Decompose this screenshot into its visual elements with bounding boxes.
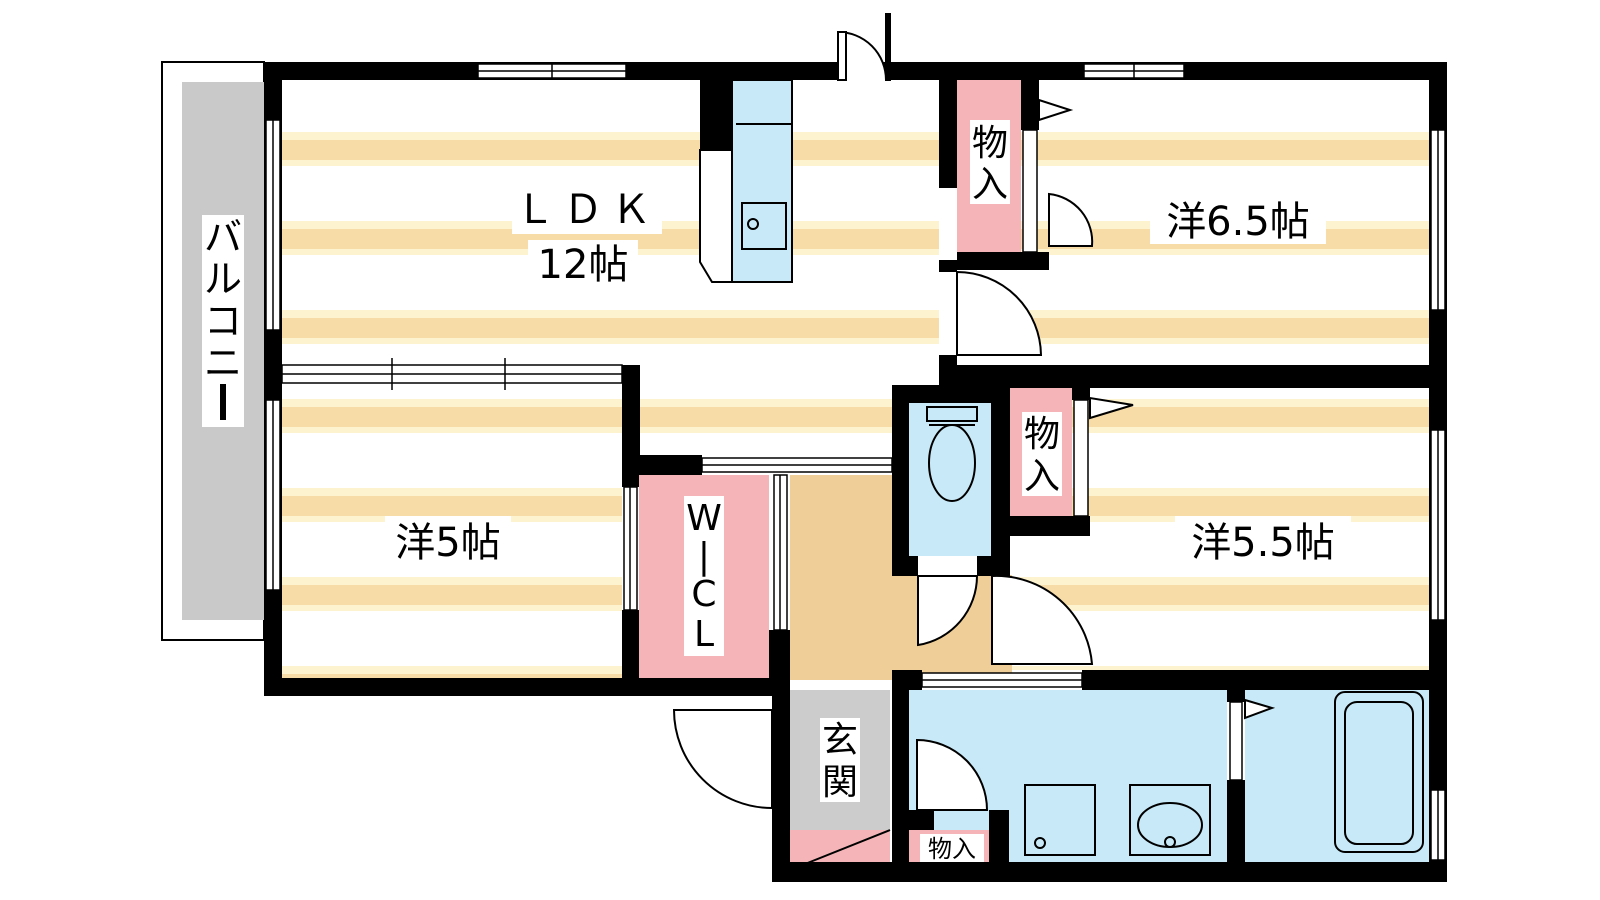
shoe-storage [790, 830, 890, 862]
fixtures [926, 406, 1424, 856]
labels: ＬＤＫ 12帖 洋6.5帖 洋5帖 洋5.5帖 W | C L 玄 関 物 入 … [385, 120, 1351, 863]
entrance-char-1: 玄 [822, 720, 858, 761]
balcony-char-4: ニ [204, 341, 242, 385]
wash-basin-icon [1129, 784, 1211, 856]
hall-floor [790, 475, 892, 680]
room-6-5-label: 洋6.5帖 [1166, 199, 1310, 245]
toilet-floor [909, 403, 991, 556]
balcony-char-2: ル [204, 257, 242, 301]
wicl-char-2: | [698, 536, 710, 577]
ldk-size: 12帖 [538, 242, 629, 288]
balcony-char-3: コ [204, 299, 242, 343]
doors [672, 13, 1276, 811]
balcony-char-1: バ [204, 215, 242, 259]
windows [265, 63, 1446, 861]
balcony-char-5-bar [220, 384, 226, 420]
toilet-tank-icon [926, 406, 978, 422]
room-5-label: 洋5帖 [395, 520, 500, 566]
storage-upper-char-2: 入 [972, 164, 1008, 205]
kitchen-counter [731, 79, 793, 283]
bath-floor [1245, 690, 1429, 862]
storage-upper-char-1: 物 [972, 123, 1008, 164]
bathtub-icon [1334, 691, 1424, 853]
entrance-char-2: 関 [822, 762, 858, 803]
storage-lower-label: 物入 [928, 835, 976, 863]
storage-middle-char-2: 入 [1024, 456, 1060, 497]
room-5-5-label: 洋5.5帖 [1191, 520, 1335, 566]
storage-middle-char-1: 物 [1024, 414, 1060, 455]
balcony: バ ル コ ニ [161, 61, 265, 641]
washer-pan-icon [1024, 784, 1096, 856]
ldk-name: ＬＤＫ [515, 187, 659, 233]
wicl-char-4: L [694, 614, 714, 655]
wicl-char-3: C [691, 574, 716, 615]
wicl-char-1: W [686, 498, 722, 539]
